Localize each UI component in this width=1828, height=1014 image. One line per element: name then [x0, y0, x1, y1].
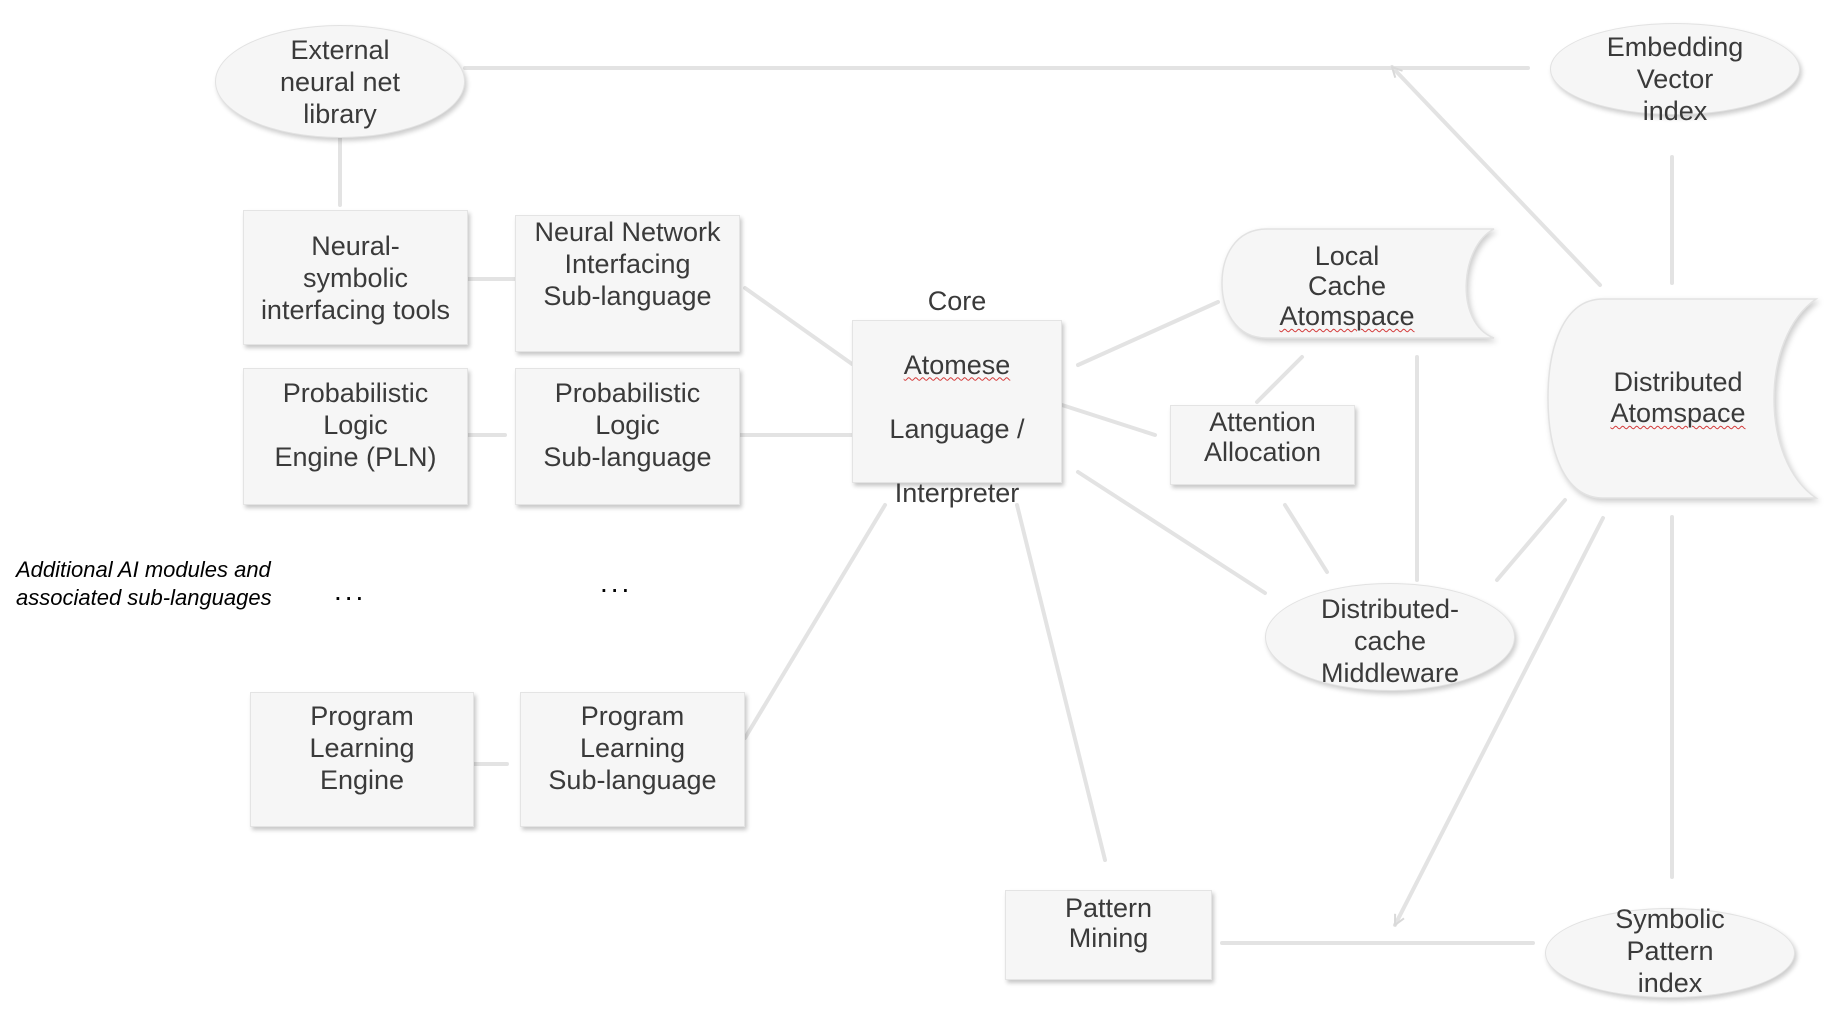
arrow-distributed-atomspace-to-pattern-mining — [1393, 516, 1605, 927]
link-nn-sublanguage-to-core — [743, 286, 854, 366]
arrow-distributed-atomspace-to-external-nn — [1390, 65, 1602, 287]
attention-allocation-node: Attention Allocation — [1170, 405, 1355, 485]
ellipsis-right: ... — [600, 567, 633, 598]
pln-engine-label: Probabilistic Logic Engine (PLN) — [274, 377, 437, 472]
link-core-to-distributed-cache — [1076, 470, 1267, 595]
program-learning-sublanguage-label: Program Learning Sub-language — [548, 700, 717, 795]
link-core-to-attention-allocation — [1060, 403, 1157, 437]
distributed-atomspace-node: Distributed Atomspace — [1547, 298, 1819, 500]
embedding-vector-index-node: Embedding Vector index — [1550, 23, 1800, 126]
core-atomese-interpreter-node: Core Atomese Language / Interpreter — [852, 286, 1062, 508]
program-learning-sublanguage-node: Program Learning Sub-language — [520, 692, 745, 827]
program-learning-engine-label: Program Learning Engine — [309, 700, 415, 795]
link-core-to-pattern-mining — [1015, 503, 1107, 862]
ellipsis-left: ... — [334, 575, 367, 606]
pln-engine-node: Probabilistic Logic Engine (PLN) — [243, 368, 468, 505]
link-distributed-cache-to-distributed-atomspace — [1495, 498, 1567, 582]
neural-symbolic-tools-label: Neural- symbolic interfacing tools — [260, 230, 451, 325]
external-neural-net-library-label: External neural net library — [279, 34, 401, 129]
link-local-cache-to-attention-allocation — [1255, 355, 1304, 404]
link-program-learning-sublanguage-to-core — [743, 503, 887, 740]
pattern-mining-node: Pattern Mining — [1005, 890, 1212, 980]
symbolic-pattern-index-label: Symbolic Pattern index — [1615, 904, 1725, 998]
pattern-mining-label: Pattern Mining — [1064, 893, 1153, 953]
storage-shape — [1221, 228, 1495, 339]
symbolic-pattern-index-node: Symbolic Pattern index — [1545, 904, 1795, 998]
embedding-vector-index-label: Embedding Vector index — [1606, 32, 1744, 126]
attention-allocation-label: Attention Allocation — [1203, 407, 1322, 467]
program-learning-engine-node: Program Learning Engine — [250, 692, 474, 827]
distributed-cache-middleware-node: Distributed- cache Middleware — [1265, 583, 1515, 691]
link-core-to-local-cache — [1076, 300, 1220, 367]
local-cache-atomspace-label: Local Cache Atomspace — [1279, 241, 1415, 331]
nn-interfacing-sublanguage-node: Neural Network Interfacing Sub-language — [515, 215, 740, 352]
distributed-cache-middleware-label: Distributed- cache Middleware — [1320, 594, 1460, 688]
neural-symbolic-tools-node: Neural- symbolic interfacing tools — [243, 210, 468, 345]
pln-sublanguage-node: Probabilistic Logic Sub-language — [515, 368, 740, 505]
pln-sublanguage-label: Probabilistic Logic Sub-language — [543, 377, 712, 472]
core-atomese-interpreter-label: Core Atomese Language / Interpreter — [889, 285, 1025, 508]
external-neural-net-library-node: External neural net library — [215, 25, 465, 138]
storage-shape — [1547, 298, 1819, 499]
additional-modules-note: Additional AI modules and associated sub… — [16, 557, 272, 610]
nn-interfacing-sublanguage-label: Neural Network Interfacing Sub-language — [534, 216, 721, 311]
link-attention-allocation-to-distributed-cache — [1283, 503, 1329, 574]
local-cache-atomspace-node: Local Cache Atomspace — [1221, 228, 1497, 340]
distributed-atomspace-label: Distributed Atomspace — [1610, 367, 1746, 428]
